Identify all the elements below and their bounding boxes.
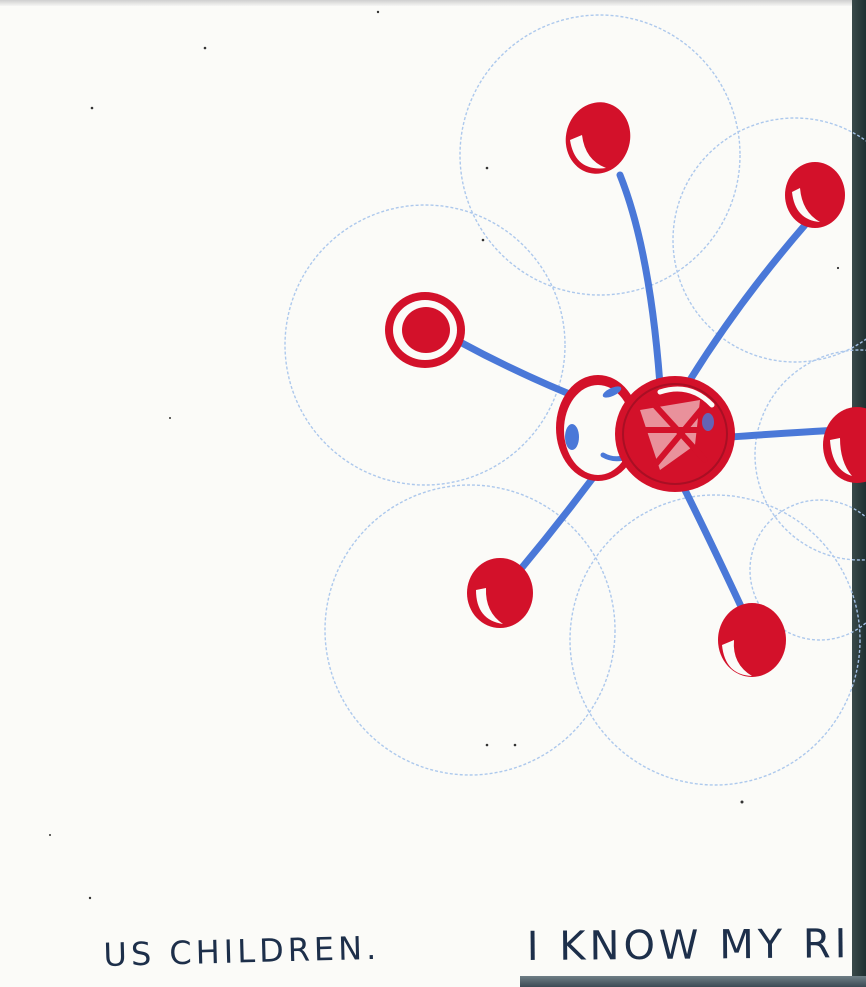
atom-bottom-left [467, 558, 533, 628]
caption-us-children: US CHILDREN. [103, 929, 381, 974]
center-atoms [556, 375, 735, 492]
orbit-bottom-left [325, 485, 615, 775]
center-atom-right [615, 376, 735, 492]
atom-right [823, 407, 866, 483]
atom-left [385, 292, 465, 368]
caption-i-know-my-rights: I KNOW MY RI [527, 921, 851, 970]
atom-top-right [785, 162, 845, 228]
atom-bottom-right [718, 603, 786, 677]
bond-right [730, 430, 840, 437]
orbit-top-right [673, 118, 866, 362]
bond-top-right [690, 225, 805, 380]
bond-top [620, 175, 660, 385]
bond-bottom-right [680, 480, 745, 615]
orbit-bottom-right [570, 495, 860, 785]
atom-top [558, 95, 638, 181]
